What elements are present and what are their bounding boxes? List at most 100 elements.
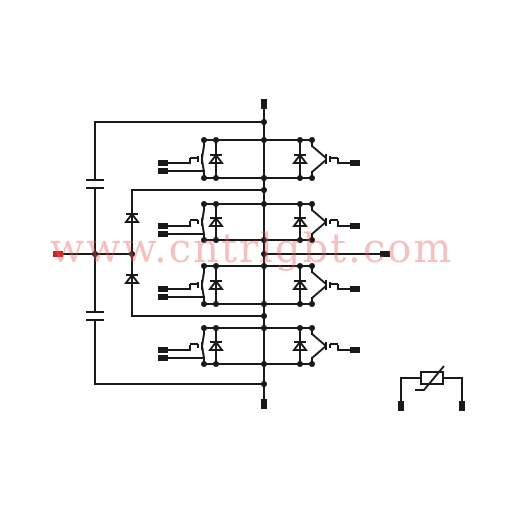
junction-dot <box>261 119 267 125</box>
junction-dot <box>213 201 219 207</box>
t2-left-freewheel-diode <box>208 216 224 227</box>
junction-dot <box>261 175 267 181</box>
junction-dot <box>261 381 267 387</box>
t4-right-igbt-stroke <box>311 345 327 359</box>
dc-plus-terminal <box>261 99 267 109</box>
t3-left-igbt-stroke <box>201 271 205 285</box>
ntc-lead-right <box>442 377 463 405</box>
t3-left-igbt-stroke <box>201 285 205 299</box>
components <box>86 145 445 391</box>
junction-dot <box>92 251 98 257</box>
junction-dot <box>297 325 303 331</box>
junction-dot <box>213 361 219 367</box>
ntc-lead-left <box>400 377 422 405</box>
junction-dot <box>201 237 207 243</box>
t2-right-igbt-stroke <box>311 209 327 223</box>
gate-lead-left <box>162 345 191 351</box>
junction-dot <box>297 237 303 243</box>
gate-lead-left <box>162 284 191 290</box>
t1-left-igbt <box>190 145 205 173</box>
junction-dot <box>309 325 315 331</box>
junction-dot <box>201 263 207 269</box>
junction-dot <box>201 301 207 307</box>
gate-lead-right <box>337 158 356 164</box>
junction-dot <box>201 361 207 367</box>
junction-dot <box>201 137 207 143</box>
t2-left-gate-pin <box>158 223 168 229</box>
junction-dot <box>297 175 303 181</box>
t3-left-freewheel-diode <box>208 279 224 290</box>
junction-dot <box>261 251 267 257</box>
lower-clamp-diode <box>124 273 140 284</box>
junction-dot <box>261 313 267 319</box>
t1-right-gate-pin <box>350 160 360 166</box>
t2-right-igbt <box>311 209 338 235</box>
wiring <box>57 109 463 405</box>
junction-dot <box>201 325 207 331</box>
t3-right-igbt-stroke <box>311 285 327 299</box>
t2-right-freewheel-diode <box>292 216 308 227</box>
t3-left-gate-pin <box>158 286 168 292</box>
t3-left-aux-emitter-pin <box>158 294 168 300</box>
junction-dot <box>213 237 219 243</box>
junction-dot <box>297 361 303 367</box>
junction-dot <box>201 201 207 207</box>
ntc-terminal-1 <box>398 401 404 411</box>
t1-left-gate-pin <box>158 160 168 166</box>
junction-dot <box>261 263 267 269</box>
gate-lead-left <box>162 221 191 227</box>
junction-dot <box>213 301 219 307</box>
junction-dot <box>309 175 315 181</box>
junction-dot <box>213 175 219 181</box>
t4-left-aux-emitter-pin <box>158 355 168 361</box>
t3-right-gate-pin <box>350 286 360 292</box>
t4-left-igbt-stroke <box>201 345 205 359</box>
t2-left-igbt-stroke <box>201 209 205 223</box>
t1-left-aux-emitter-pin <box>158 168 168 174</box>
ntc-terminal-2 <box>459 401 465 411</box>
ntc-thermistor-body <box>420 371 444 385</box>
ntc-thermistor-slash <box>415 365 445 391</box>
t1-right-igbt-stroke <box>311 159 327 173</box>
t4-left-gate-pin <box>158 347 168 353</box>
t3-right-freewheel-diode <box>292 279 308 290</box>
ac-output-terminal <box>380 251 390 257</box>
junction-dot <box>201 175 207 181</box>
junction-dot <box>309 237 315 243</box>
t4-right-igbt-stroke <box>311 333 327 347</box>
t1-left-freewheel-diode <box>208 153 224 164</box>
junction-dot <box>309 301 315 307</box>
t2-left-igbt-stroke <box>201 221 205 235</box>
gate-lead-right <box>337 284 356 290</box>
gate-lead-left <box>162 158 191 164</box>
t2-left-igbt <box>190 209 205 235</box>
junction-dot <box>213 325 219 331</box>
t2-right-gate-pin <box>350 223 360 229</box>
t4-right-igbt <box>311 333 338 359</box>
junction-dot <box>309 361 315 367</box>
junction-dot <box>261 237 267 243</box>
gate-lead-right <box>337 345 356 351</box>
junction-dot <box>261 361 267 367</box>
junction-dot <box>297 201 303 207</box>
junction-dot <box>261 301 267 307</box>
junction-dot <box>261 187 267 193</box>
junction-dot <box>213 263 219 269</box>
junction-dot <box>309 263 315 269</box>
t3-right-igbt-stroke <box>311 271 327 285</box>
terminal-pins <box>53 99 465 411</box>
t4-left-igbt <box>190 333 205 359</box>
t1-left-igbt-stroke <box>201 159 205 173</box>
junction-dot <box>309 201 315 207</box>
junction-dot <box>309 137 315 143</box>
t1-right-freewheel-diode <box>292 153 308 164</box>
junction-dot <box>261 137 267 143</box>
t1-right-igbt <box>311 145 338 173</box>
neutral-terminal <box>53 251 63 257</box>
junction-dot <box>129 251 135 257</box>
t4-left-igbt-stroke <box>201 333 205 347</box>
junction-dot <box>213 137 219 143</box>
t2-left-aux-emitter-pin <box>158 231 168 237</box>
junction-dot <box>297 263 303 269</box>
